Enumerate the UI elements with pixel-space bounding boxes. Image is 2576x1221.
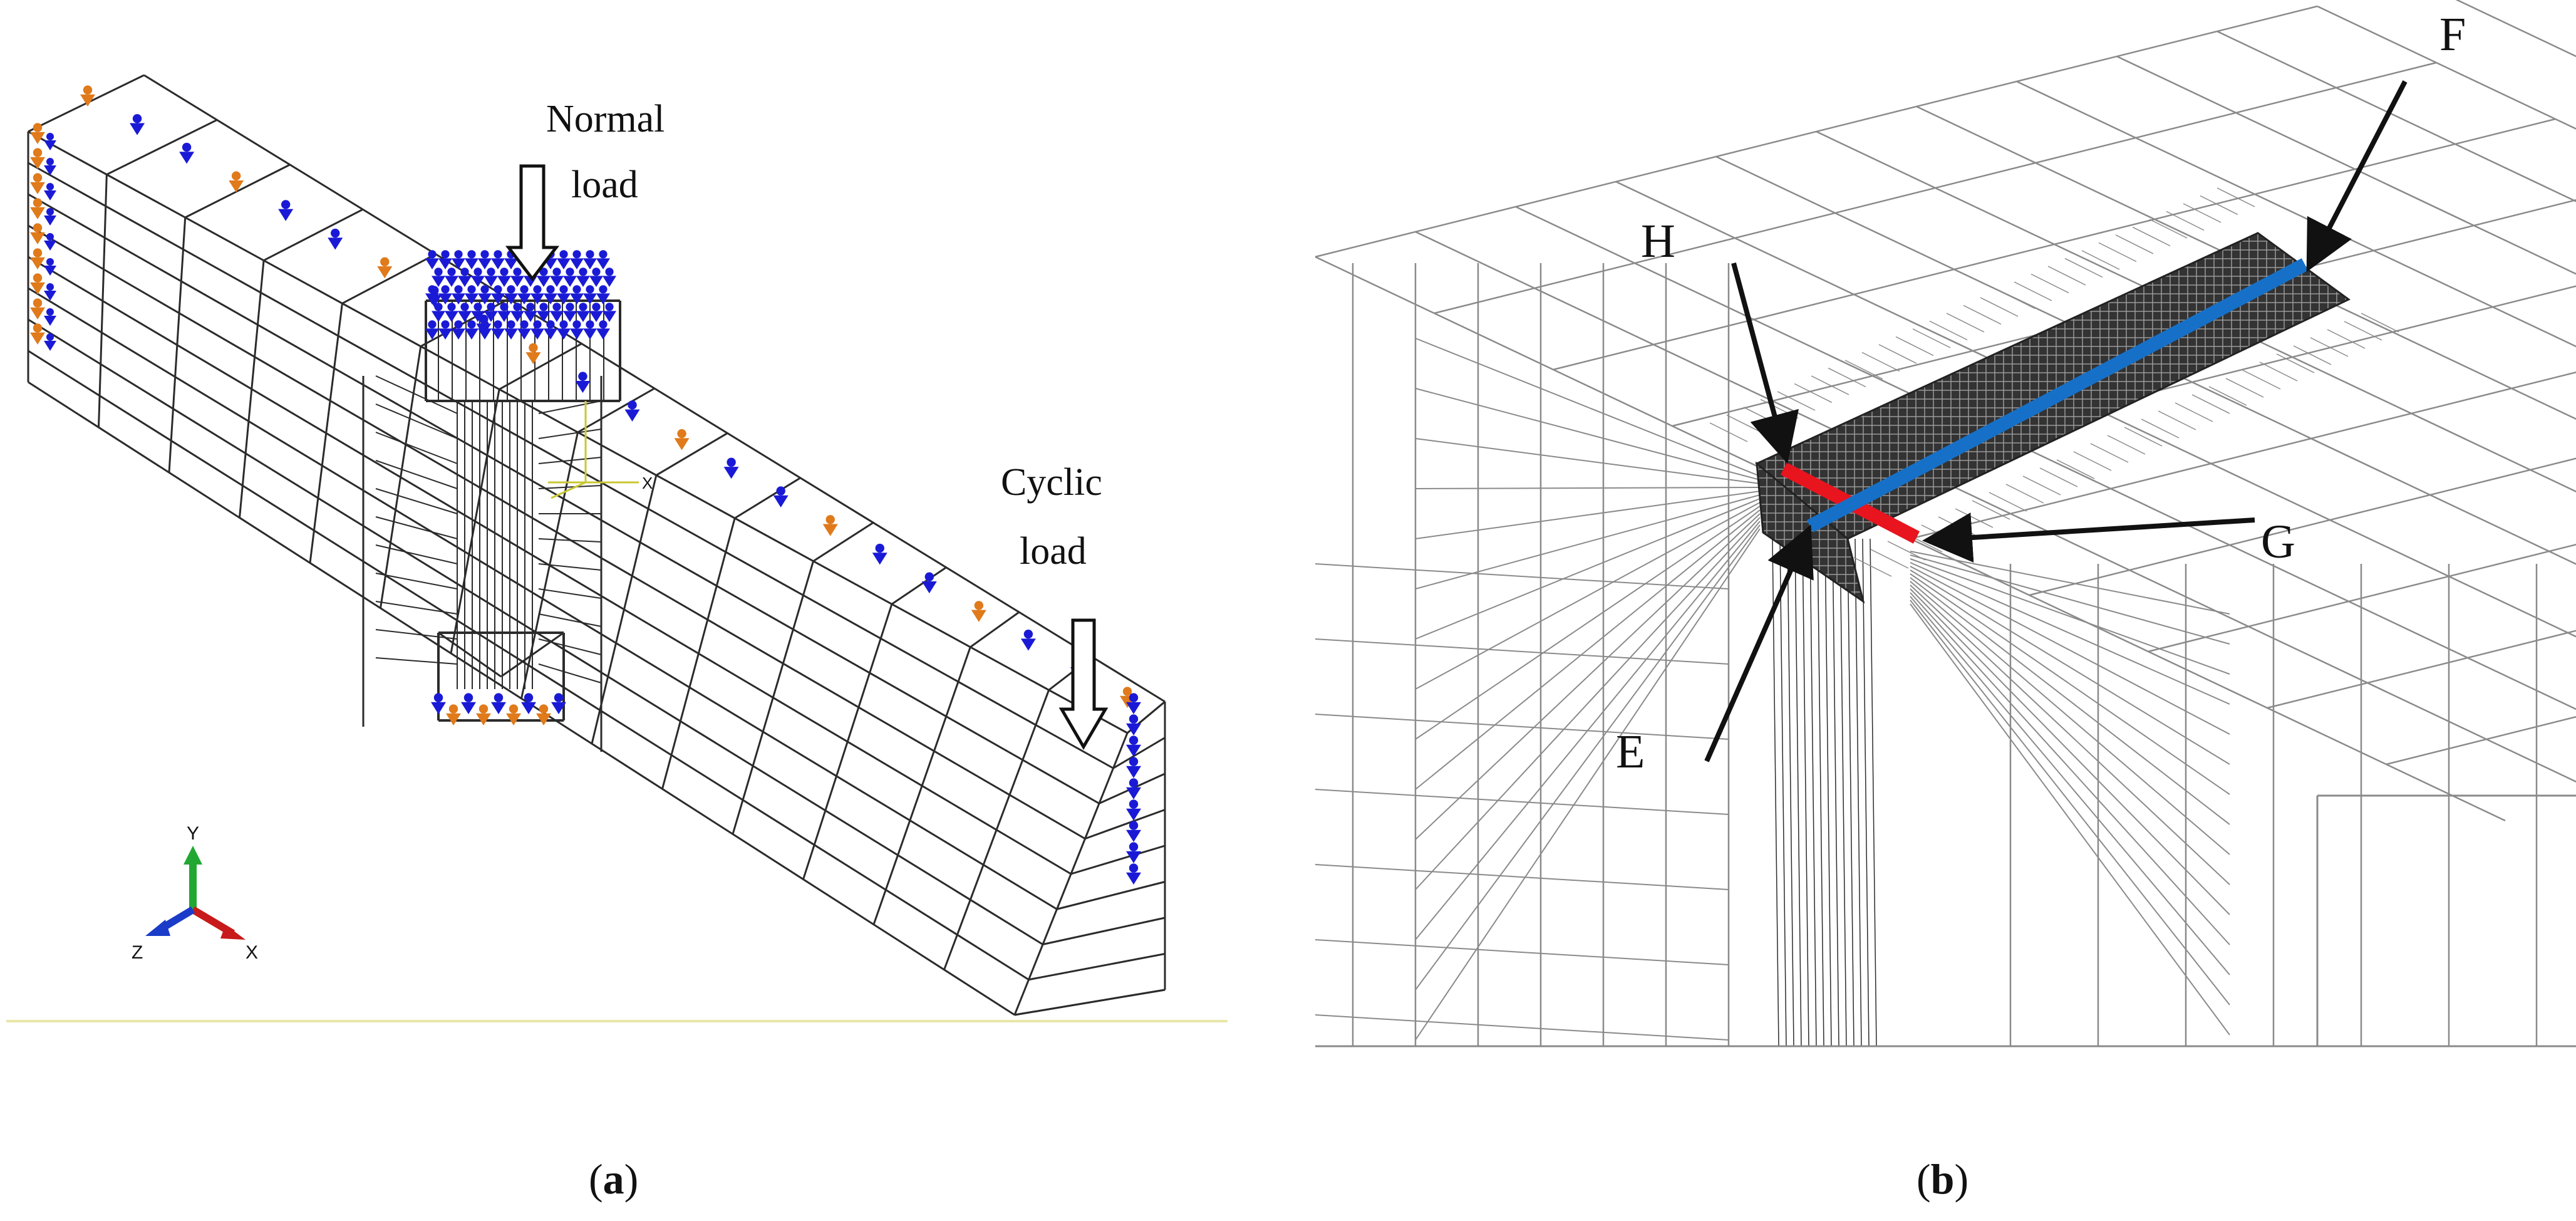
- cyclic-load-label-line2: load: [1020, 530, 1087, 573]
- normal-load-label-line2: load: [571, 164, 638, 206]
- arrow-g: [1922, 512, 2255, 563]
- panel-a-caption: (a): [589, 1155, 638, 1203]
- arrow-f: [2306, 80, 2408, 273]
- panel-a-boundary-conditions: [30, 85, 1141, 885]
- axis-triad: Y Z X: [132, 823, 258, 963]
- triad-z-label: Z: [132, 942, 143, 963]
- cyclic-load-arrow: [1058, 618, 1109, 750]
- cyclic-load-label-line1: Cyclic: [1001, 461, 1102, 504]
- arrow-e: [1704, 524, 1814, 762]
- local-origin-axes: X: [548, 401, 653, 499]
- path-ef-blue: [1806, 258, 2309, 533]
- label-e: E: [1616, 725, 1645, 778]
- label-f: F: [2439, 8, 2466, 61]
- label-g: G: [2261, 516, 2295, 568]
- arrow-h: [1731, 262, 1799, 464]
- label-h: H: [1641, 215, 1675, 268]
- panel-b-contact-zone-detail: H F G E (b): [1315, 0, 2576, 1203]
- normal-load-label-line1: Normal: [546, 98, 665, 140]
- contact-zone-dense-mesh: [1755, 232, 2351, 540]
- panel-b-refined-mesh: [1315, 0, 2576, 1047]
- triad-y-label: Y: [187, 823, 199, 844]
- normal-load-arrow: [505, 164, 560, 282]
- local-origin-x-label: X: [642, 474, 653, 492]
- panel-a-specimen-mesh: [27, 74, 1166, 1016]
- panel-a-fe-model: Normal load Cyclic load X Y Z X: [6, 74, 1228, 1203]
- triad-x-label: X: [246, 942, 258, 963]
- panel-b-caption: (b): [1916, 1155, 1968, 1203]
